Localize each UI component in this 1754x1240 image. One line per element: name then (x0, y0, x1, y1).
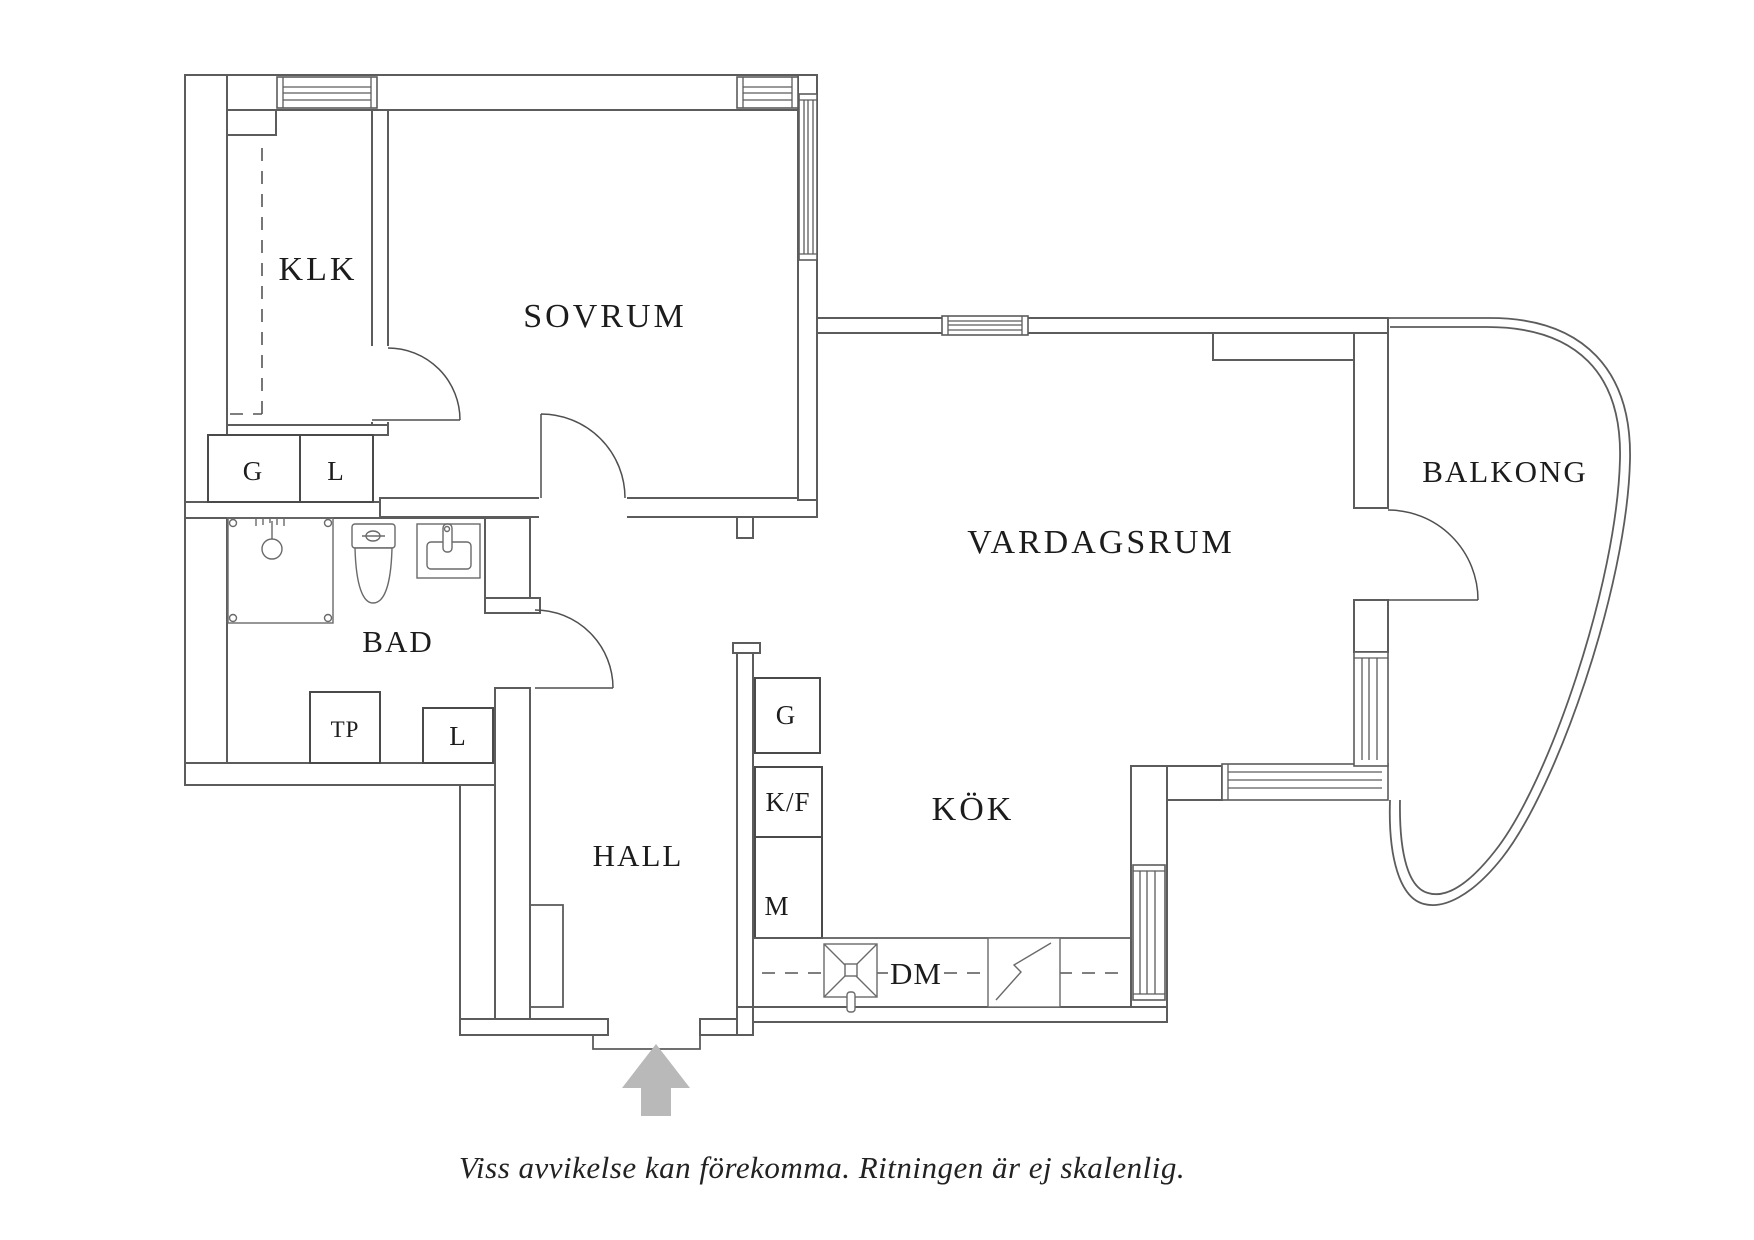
label-g1: G (243, 456, 264, 486)
wall-kitchen-left (736, 652, 754, 1008)
toilet-icon (351, 523, 396, 604)
stove-icon (987, 937, 1061, 1008)
wall-bottom-left (459, 1018, 609, 1036)
wall-kitchen-bottom (752, 1006, 1168, 1023)
wall-klk-bottom (226, 424, 389, 436)
door-sovrum (540, 413, 626, 499)
label-l2: L (449, 721, 467, 751)
closet-tp-box (309, 691, 381, 764)
label-g2: G (776, 700, 797, 730)
wall-bad-right (484, 517, 531, 599)
window-kitchen-right (1132, 864, 1166, 1001)
wall-balcony-door-top (1353, 332, 1389, 509)
wall-left (184, 74, 228, 786)
wall-balcony-door-bottom (1353, 599, 1389, 653)
label-sovrum: SOVRUM (523, 298, 686, 335)
label-m: M (764, 891, 789, 921)
closet-l2-box (422, 707, 494, 764)
entry-arrow-icon (622, 1044, 690, 1116)
label-kf: K/F (765, 787, 810, 817)
bathroom-sink-icon (416, 523, 481, 579)
wall-hall-outer-left (459, 784, 496, 1036)
label-tp: TP (331, 717, 360, 742)
window-corner-vertical (1353, 651, 1389, 767)
label-dm: DM (890, 956, 942, 991)
wall-corner-window-left (1166, 765, 1223, 801)
wall-bad-bottom (184, 762, 496, 786)
window-vardagsrum-top (941, 315, 1029, 336)
shower-icon (227, 517, 334, 624)
opening-klk (370, 346, 390, 422)
door-bad (534, 609, 614, 689)
wall-kitchen-junction (736, 1006, 754, 1036)
wall-vardagsrum-top-thick (1212, 332, 1355, 361)
kitchen-sink-icon (823, 943, 878, 1013)
closet-g1-box (207, 434, 301, 503)
label-vardagsrum: VARDAGSRUM (967, 524, 1234, 561)
wall-bottom-right (699, 1018, 738, 1036)
wall-vardagsrum-top (816, 317, 1389, 334)
window-sovrum-top (736, 76, 799, 109)
label-l1: L (327, 456, 345, 486)
appliance-kf-box (754, 766, 823, 838)
window-corner-horizontal (1221, 763, 1389, 801)
windows (276, 76, 1389, 1001)
closet-l1-box (299, 434, 374, 503)
door-balcony (1387, 509, 1479, 601)
hall-cabinet (529, 904, 564, 1008)
klk-wardrobe-dashed (230, 148, 263, 415)
caption-text: Viss avvikelse kan förekomma. Ritningen … (459, 1150, 1185, 1185)
label-kok: KÖK (932, 791, 1015, 828)
window-sovrum-right (798, 93, 818, 261)
wall-bad-jog (484, 597, 541, 614)
balcony-railing (1388, 317, 1631, 906)
door-klk (372, 347, 461, 421)
opening-sovrum (539, 496, 627, 519)
label-bad: BAD (362, 624, 433, 659)
appliance-m-box (754, 836, 823, 939)
label-hall: HALL (593, 838, 684, 873)
label-klk: KLK (279, 251, 358, 288)
wall-klk-notch (226, 109, 277, 136)
wall-kitchen-left-cap (732, 642, 761, 654)
labels: KLK SOVRUM VARDAGSRUM BALKONG KÖK HALL B… (243, 251, 1588, 1185)
label-balkong: BALKONG (1422, 454, 1588, 489)
closet-g2-box (754, 677, 821, 754)
wall-tooth (736, 516, 754, 539)
entry-recess (592, 1035, 701, 1050)
closets (207, 434, 823, 1008)
window-klk-top (276, 76, 378, 109)
doors (372, 347, 1479, 689)
wall-hall-left (494, 687, 531, 1020)
kitchen-counter (753, 937, 1131, 1013)
bathroom-fixtures (227, 517, 481, 624)
wall-klk-divider (371, 109, 389, 349)
